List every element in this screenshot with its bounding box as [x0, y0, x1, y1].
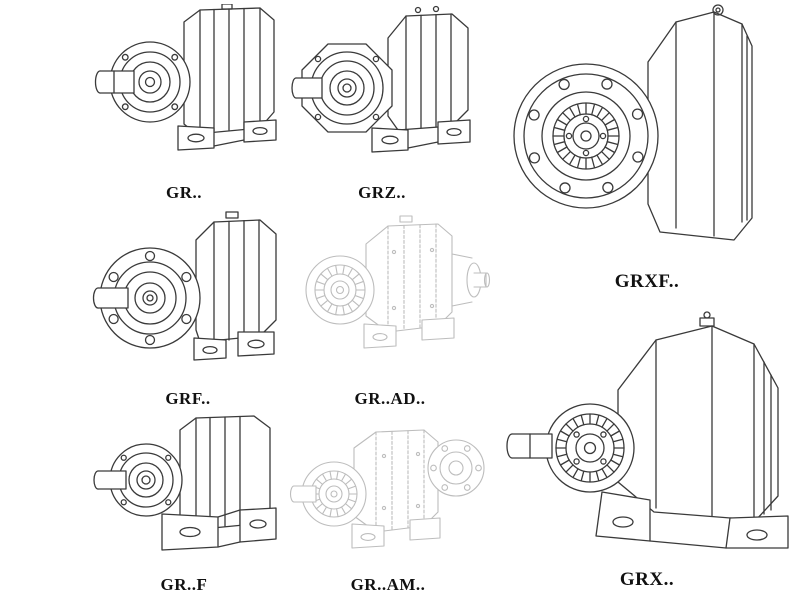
model-figure-gr-ad: GR..AD.. [288, 208, 492, 412]
gearbox-drawing-gr [94, 4, 277, 151]
gearbox-drawing-gr-am [289, 429, 485, 549]
gearbox-drawing-grz [291, 5, 471, 153]
model-figure-grx: GRX.. [498, 300, 796, 598]
model-label-grx: GRX.. [619, 569, 675, 590]
gearbox-drawing-gr-ad [305, 215, 491, 349]
model-label-gr-ad: GR..AD.. [354, 389, 426, 408]
gearbox-drawing-gr-f [93, 415, 277, 551]
gearbox-drawing-grxf [513, 4, 753, 241]
model-figure-grz: GRZ.. [288, 4, 476, 206]
gearbox-drawing-grf [92, 211, 277, 361]
model-figure-gr: GR.. [88, 4, 280, 206]
model-figure-grf: GRF.. [88, 210, 288, 412]
model-figure-gr-am: GR..AM.. [288, 410, 488, 598]
model-label-grz: GRZ.. [358, 183, 406, 202]
model-figure-gr-f: GR..F [88, 414, 280, 598]
gearbox-drawing-grx [506, 311, 789, 549]
model-figure-grxf: GRXF.. [498, 0, 796, 300]
model-label-grf: GRF.. [165, 389, 211, 408]
model-label-gr-f: GR..F [160, 575, 208, 594]
model-label-gr: GR.. [166, 183, 202, 202]
model-label-gr-am: GR..AM.. [350, 575, 426, 594]
model-label-grxf: GRXF.. [614, 271, 680, 292]
